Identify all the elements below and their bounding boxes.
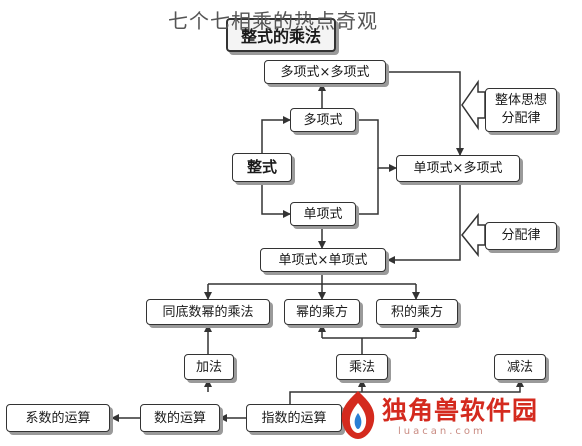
site-watermark: 独角兽软件园 luacan.com <box>332 385 582 446</box>
node-same-base-power: 同底数幂的乘法 <box>146 299 270 325</box>
node-number-operation: 数的运算 <box>140 404 220 432</box>
hint-top-line2: 分配律 <box>501 111 541 126</box>
node-poly-times-poly: 多项式×多项式 <box>264 60 386 84</box>
node-mono-times-poly: 单项式×多项式 <box>396 155 520 182</box>
hint-top-line1: 整体思想 <box>494 93 547 108</box>
node-mono-times-mono: 单项式×单项式 <box>260 248 386 272</box>
hint-arrow-bottom <box>461 212 486 258</box>
node-coefficient-operation: 系数的运算 <box>6 404 110 432</box>
node-subtraction: 减法 <box>494 354 546 380</box>
node-power-of-product: 积的乘方 <box>376 299 458 325</box>
hint-box-bottom: 分配律 <box>485 222 557 250</box>
node-power-of-power: 幂的乘方 <box>284 299 360 325</box>
watermark-text: 独角兽软件园 <box>382 396 539 425</box>
node-multiplication: 乘法 <box>336 354 388 380</box>
node-exponent-operation: 指数的运算 <box>246 404 342 432</box>
hint-arrow-top <box>461 79 486 131</box>
overlay-title: 七个七相乘的热点奇观 <box>168 9 378 33</box>
hint-box-top: 整体思想 分配律 <box>485 88 557 132</box>
node-zhengshi: 整式 <box>232 153 292 182</box>
node-monomial: 单项式 <box>290 202 356 226</box>
node-polynomial: 多项式 <box>290 108 356 132</box>
diagram-title: 整式的乘法 <box>226 18 336 52</box>
unicorn-logo-icon <box>341 391 375 439</box>
node-addition: 加法 <box>184 354 234 380</box>
watermark-url: luacan.com <box>398 426 486 437</box>
